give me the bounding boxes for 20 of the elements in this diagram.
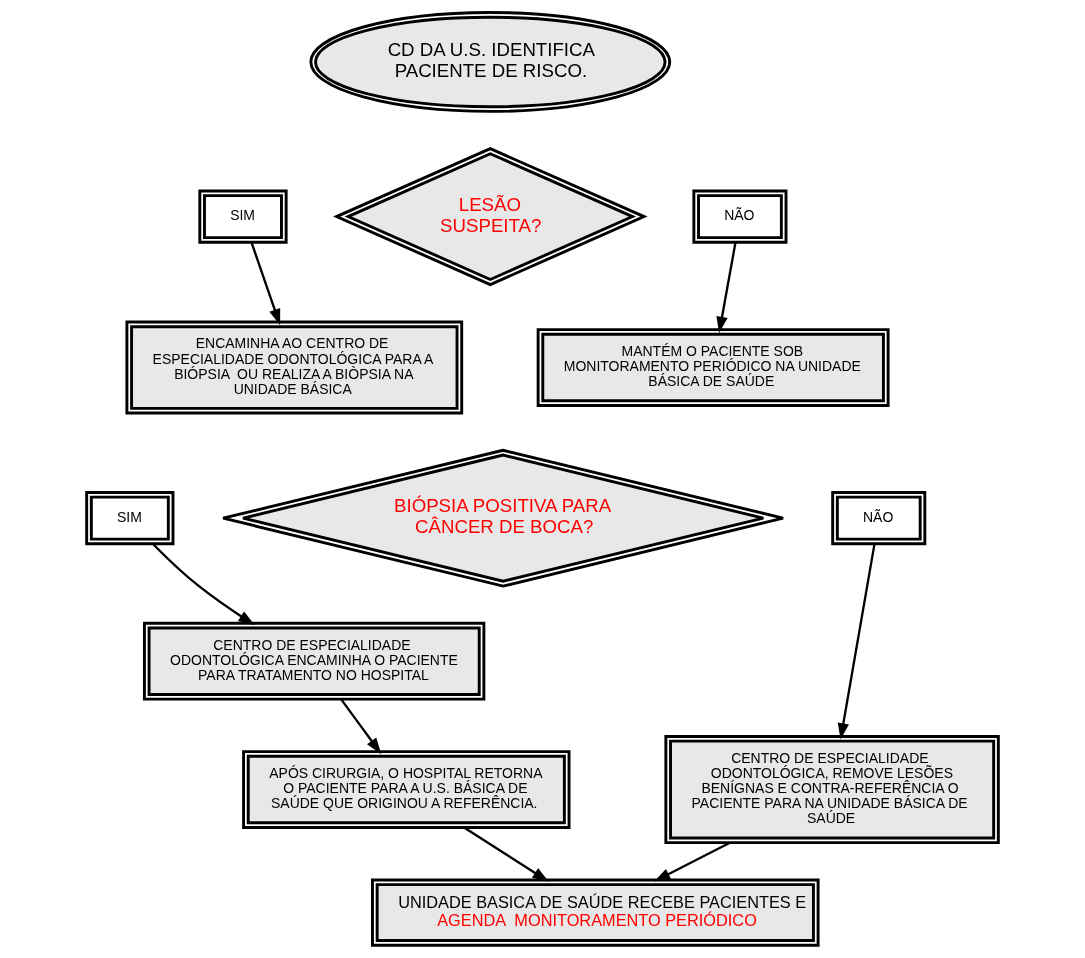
arrow — [340, 698, 382, 755]
arrow — [152, 543, 255, 626]
node-box: CENTRO DE ESPECIALIDADE ODONTOLÓGICA, REMOVE LESÕES BENÍGNAS E CONTRA-REFERÊNCIA O PACIENTE PARA NA UNIDADE BÁSICA DE SAÚDE — [664, 734, 1000, 845]
node-box: NÃO — [692, 189, 788, 244]
arrow — [463, 826, 549, 882]
arrow — [654, 841, 731, 882]
node-ellipse: CD DA U.S. IDENTIFICA PACIENTE DE RISCO. — [309, 11, 672, 113]
node-box: NÃO — [831, 491, 927, 546]
node-diamond: BIÓPSIA POSITIVA PARA CÂNCER DE BOCA? — [221, 448, 785, 588]
arrow — [250, 241, 281, 326]
node-box: CENTRO DE ESPECIALIDADE ODONTOLÓGICA ENCAMINHA O PACIENTE PARA TRATAMENTO NO HOSPITAL — [142, 621, 486, 701]
node-box: UNIDADE BASICA DE SAÚDE RECEBE PACIENTES E AGENDA MONITORAMENTO PERIÓDICO — [371, 878, 820, 947]
node-box: MANTÉM O PACIENTE SOB MONITORAMENTO PERIÓDICO NA UNIDADE BÁSICA DE SAÚDE — [536, 328, 890, 407]
node-box: APÓS CIRURGIA, O HOSPITAL RETORNA O PACIENTE PARA A U.S. BÁSICA DE SAÚDE QUE ORIGINOU A REFERÊNCIA. — [242, 750, 571, 829]
arrow — [716, 242, 737, 333]
arrow — [837, 543, 876, 740]
node-box: SIM — [198, 189, 288, 244]
node-diamond: LESÃO SUSPEITA? — [332, 147, 648, 287]
node-box: SIM — [85, 491, 175, 546]
node-box: ENCAMINHA AO CENTRO DE ESPECIALIDADE ODONTOLÓGICA PARA A BIÓPSIA OU REALIZA A BIÒPSIA NA UNIDADE BÁSICA — [125, 320, 464, 415]
